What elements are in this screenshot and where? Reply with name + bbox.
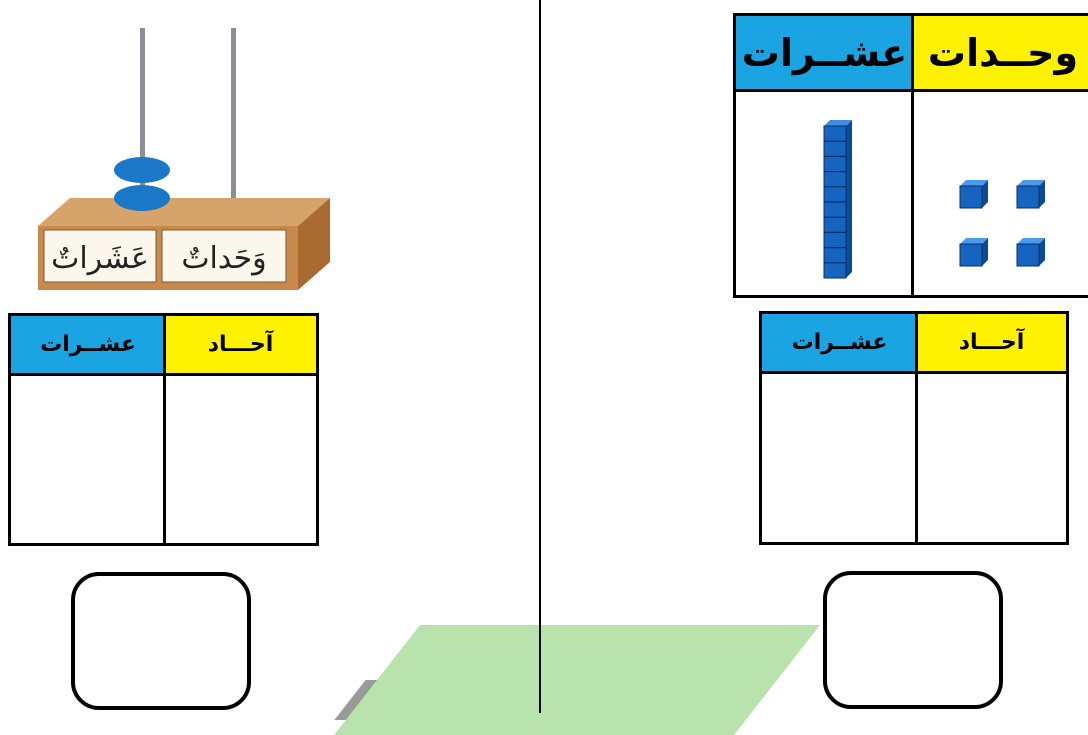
ones-answer-cell[interactable] — [166, 376, 316, 543]
page-divider — [539, 0, 541, 713]
tens-answer-cell[interactable] — [762, 374, 915, 542]
ones-header: آحـــاد — [165, 316, 316, 376]
units-label: وَحَداتٌ — [181, 241, 266, 276]
tens-rod — [140, 28, 145, 218]
ones-header: آحـــاد — [917, 314, 1066, 374]
table-divider — [911, 16, 914, 295]
tens-label: عَشَراتٌ — [51, 241, 149, 276]
units-rod — [231, 28, 236, 218]
right-place-value-table: عشــرات آحـــاد — [759, 311, 1069, 545]
ten-rod-block — [823, 120, 852, 279]
ones-answer-cell[interactable] — [918, 374, 1066, 542]
abacus: عَشَراتٌ وَحَداتٌ — [38, 28, 330, 290]
right-number-answer-box[interactable] — [823, 571, 1003, 709]
unit-cube-block — [1016, 180, 1045, 209]
abacus-bead — [114, 157, 170, 183]
tens-header: عشــرات — [11, 316, 165, 376]
base-ten-blocks-table: عشــرات وحــدات — [733, 13, 1088, 298]
watermark-green-shape — [334, 625, 820, 735]
abacus-bead — [114, 185, 170, 211]
left-number-answer-box[interactable] — [71, 572, 251, 710]
blocks-units-header: وحــدات — [913, 16, 1088, 92]
abacus-box-top — [38, 198, 330, 226]
table-divider — [915, 314, 918, 542]
unit-cube-block — [959, 238, 988, 267]
tens-answer-cell[interactable] — [11, 376, 163, 543]
unit-cube-block — [959, 180, 988, 209]
left-place-value-table: عشــرات آحـــاد — [8, 313, 319, 546]
tens-header: عشــرات — [762, 314, 917, 374]
table-divider — [163, 316, 166, 543]
units-label-card — [161, 229, 287, 283]
abacus-box-side — [298, 198, 330, 290]
tens-label-card — [43, 229, 157, 283]
blocks-tens-header: عشــرات — [736, 16, 913, 92]
unit-cube-block — [1016, 238, 1045, 267]
